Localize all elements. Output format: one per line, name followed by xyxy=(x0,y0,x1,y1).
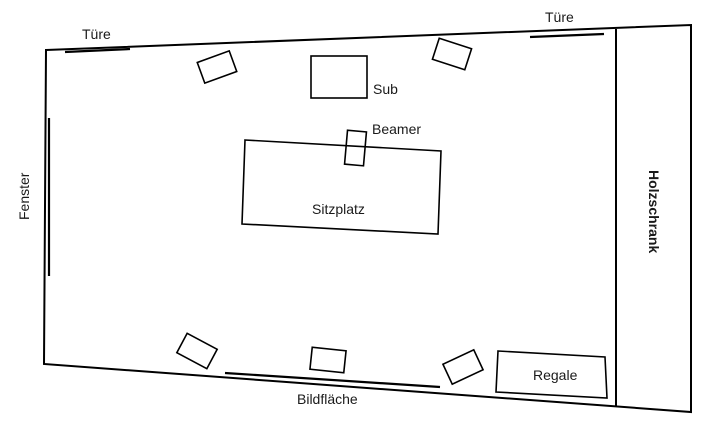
screen-marker xyxy=(224,371,441,389)
speaker-bottom-right xyxy=(441,348,485,386)
screen-label: Bildfläche xyxy=(297,391,358,407)
beamer-box xyxy=(343,129,368,167)
speaker-bottom-left xyxy=(175,332,219,370)
subwoofer-box xyxy=(310,55,368,99)
speaker-top-right xyxy=(431,37,473,71)
shelves-box xyxy=(495,350,608,399)
speaker-bottom-center xyxy=(309,346,347,374)
seat-label: Sitzplatz xyxy=(312,201,365,217)
cabinet-label: Holzschrank xyxy=(646,170,662,253)
door-left-marker xyxy=(64,47,131,54)
beamer-label: Beamer xyxy=(372,121,421,137)
window-label: Fenster xyxy=(16,172,32,220)
sub-label: Sub xyxy=(373,81,398,97)
seating-area xyxy=(241,139,442,235)
door-left-label: Türe xyxy=(82,26,111,42)
room-outline xyxy=(42,23,692,414)
door-right-label: Türe xyxy=(545,9,574,25)
shelves-label: Regale xyxy=(533,367,578,383)
speaker-top-left xyxy=(196,49,238,85)
door-right-marker xyxy=(529,32,605,39)
